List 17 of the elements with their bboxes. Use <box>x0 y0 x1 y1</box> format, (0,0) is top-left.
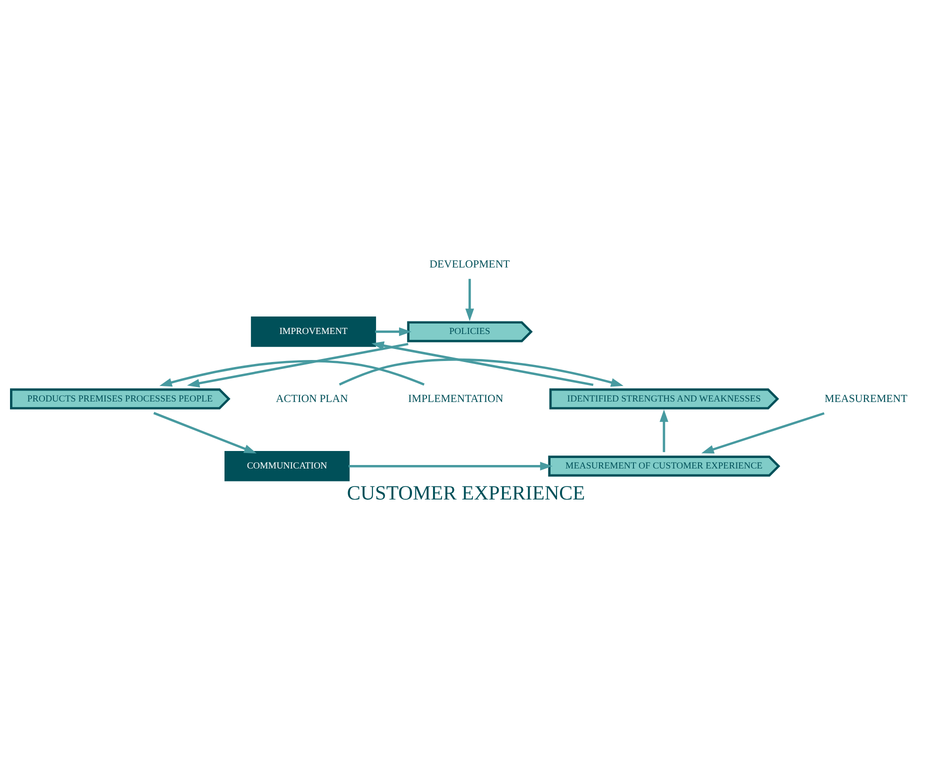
node-box: COMMUNICATION <box>224 450 350 481</box>
node-text: IMPLEMENTATION <box>408 392 504 404</box>
arrow <box>153 411 257 453</box>
arrow <box>338 358 624 386</box>
arrow <box>348 461 553 470</box>
arrow <box>660 408 668 452</box>
node-text: ACTION PLAN <box>276 392 348 404</box>
node-box: IMPROVEMENT <box>250 316 376 346</box>
node-text: MEASUREMENT <box>824 392 908 404</box>
arrow <box>701 412 825 453</box>
arrow <box>187 342 408 388</box>
node-text: DEVELOPMENT <box>430 258 510 270</box>
arrow <box>375 326 412 336</box>
arrow <box>465 278 474 321</box>
arrow <box>159 360 425 386</box>
diagram-title: CUSTOMER EXPERIENCE <box>347 482 585 504</box>
arrow <box>371 340 594 386</box>
